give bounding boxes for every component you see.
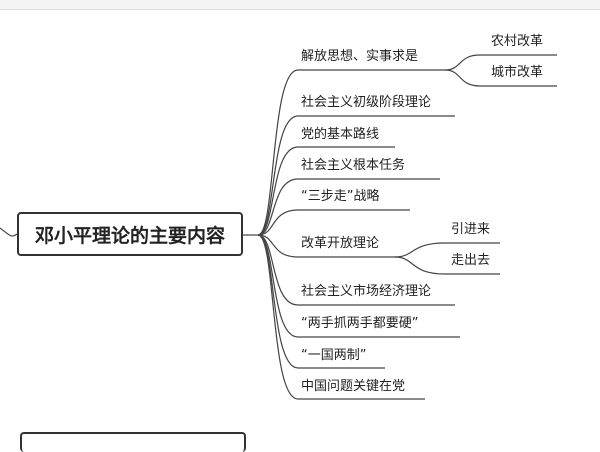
branch-connector — [257, 69, 445, 236]
branch-node[interactable]: “一国两制” — [301, 348, 367, 363]
branch-node[interactable]: “两手抓两手都要硬” — [301, 316, 419, 331]
branch-connector — [257, 234, 395, 258]
branch-node[interactable]: 社会主义初级阶段理论 — [301, 95, 432, 110]
branch-node[interactable]: “三步走”战略 — [301, 189, 380, 204]
branch-node[interactable]: 社会主义根本任务 — [301, 158, 406, 173]
branch-node[interactable]: 解放思想、实事求是 — [301, 49, 419, 64]
child-node[interactable]: 走出去 — [451, 253, 491, 268]
branch-node[interactable]: 改革开放理论 — [301, 236, 380, 251]
child-node[interactable]: 农村改革 — [491, 34, 544, 49]
branch-connector — [257, 146, 395, 236]
child-node[interactable]: 引进来 — [451, 222, 491, 237]
child-connector — [394, 242, 500, 258]
toolbar — [0, 0, 600, 10]
branch-node[interactable]: 中国问题关键在党 — [301, 379, 406, 394]
branch-connector — [257, 234, 425, 400]
root-node[interactable]: 邓小平理论的主要内容 — [17, 212, 243, 256]
branch-node[interactable]: 党的基本路线 — [301, 127, 380, 142]
root-label: 邓小平理论的主要内容 — [34, 224, 225, 247]
child-node[interactable]: 城市改革 — [491, 65, 544, 80]
branch-connector — [257, 115, 455, 236]
branch-node[interactable]: 社会主义市场经济理论 — [301, 284, 432, 299]
branch-connector — [257, 209, 410, 236]
child-connector — [444, 54, 557, 71]
branch-connector — [257, 178, 440, 236]
child-connector — [394, 256, 500, 275]
left-connector — [0, 227, 18, 237]
next-root-node-partial[interactable] — [20, 432, 246, 452]
child-connector — [444, 69, 557, 87]
